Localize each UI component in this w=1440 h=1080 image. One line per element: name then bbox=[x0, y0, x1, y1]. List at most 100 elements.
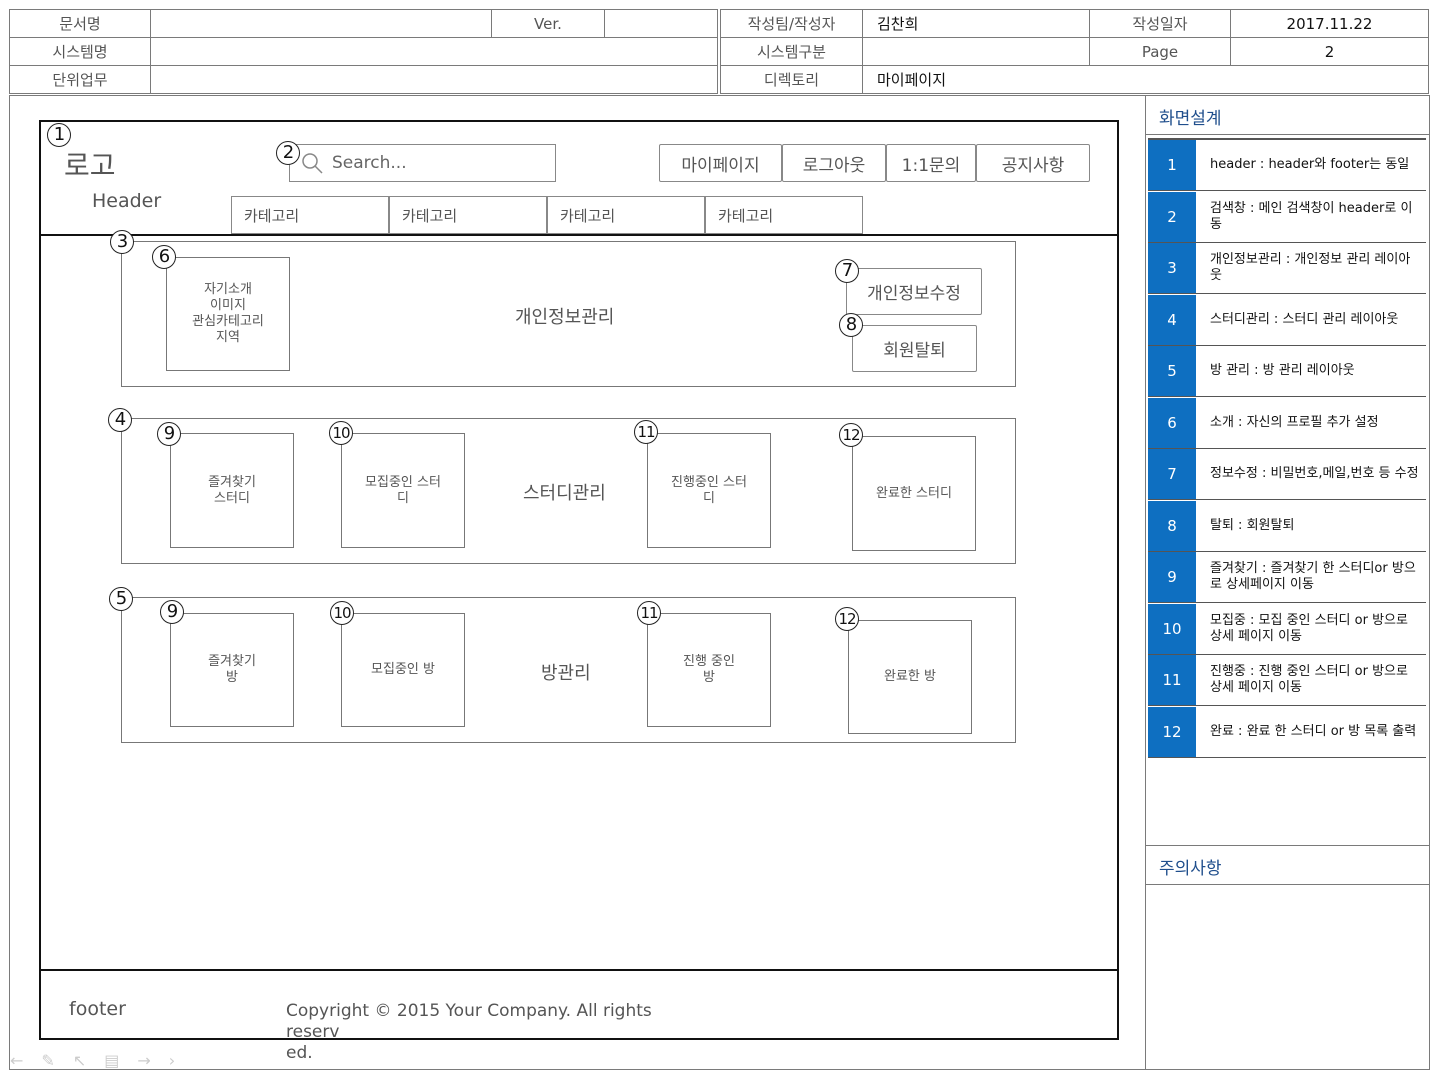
marker-9b: 9 bbox=[160, 600, 184, 624]
nav-logout-button[interactable]: 로그아웃 bbox=[782, 144, 886, 182]
profile-intro-box[interactable]: 자기소개 이미지 관심카테고리 지역 bbox=[166, 257, 290, 371]
description-number: 5 bbox=[1148, 346, 1196, 396]
description-row: 12 완료 : 완료 한 스터디 or 방 목록 출력 bbox=[1148, 706, 1426, 758]
description-number: 9 bbox=[1148, 552, 1196, 602]
description-number: 11 bbox=[1148, 655, 1196, 705]
study-ongoing-box[interactable]: 진행중인 스터 디 bbox=[647, 433, 771, 548]
marker-3: 3 bbox=[110, 230, 134, 254]
directory-value: 마이페이지 bbox=[862, 65, 1429, 94]
description-row: 10 모집중 : 모집 중인 스터디 or 방으로 상세 페이지 이동 bbox=[1148, 603, 1426, 655]
room-recruiting-box[interactable]: 모집중인 방 bbox=[341, 613, 465, 727]
category-tab-4[interactable]: 카테고리 bbox=[705, 196, 863, 234]
description-number: 4 bbox=[1148, 294, 1196, 345]
marker-2: 2 bbox=[276, 141, 300, 165]
description-text: 방 관리 : 방 관리 레이아웃 bbox=[1210, 363, 1355, 378]
description-text: 진행중 : 진행 중인 스터디 or 방으로 상세 페이지 이동 bbox=[1210, 664, 1408, 695]
system-label: 시스템명 bbox=[9, 37, 151, 66]
description-row: 1 header : header와 footer는 동일 bbox=[1148, 140, 1426, 191]
study-recruiting-box[interactable]: 모집중인 스터 디 bbox=[341, 433, 465, 548]
description-text: 검색창 : 메인 검색창이 header로 이동 bbox=[1210, 200, 1413, 232]
marker-9a: 9 bbox=[157, 422, 181, 446]
study-favorite-box[interactable]: 즐겨찾기 스터디 bbox=[170, 433, 294, 548]
description-text: 모집중 : 모집 중인 스터디 or 방으로 상세 페이지 이동 bbox=[1210, 612, 1408, 644]
nav-inquiry-button[interactable]: 1:1문의 bbox=[886, 144, 976, 182]
study-completed-box[interactable]: 완료한 스터디 bbox=[852, 436, 976, 551]
description-number: 8 bbox=[1148, 500, 1196, 551]
description-text: 정보수정 : 비밀번호,메일,번호 등 수정 bbox=[1210, 466, 1419, 481]
edit-profile-button[interactable]: 개인정보수정 bbox=[846, 268, 982, 315]
document-icon[interactable]: ▤ bbox=[104, 1050, 120, 1070]
side-divider bbox=[1145, 95, 1146, 1070]
description-text: 완료 : 완료 한 스터디 or 방 목록 출력 bbox=[1210, 723, 1417, 739]
marker-11a: 11 bbox=[634, 420, 658, 444]
room-favorite-box[interactable]: 즐겨찾기 방 bbox=[170, 613, 294, 727]
room-ongoing-box[interactable]: 진행 중인 방 bbox=[647, 613, 771, 727]
profile-section-title: 개인정보관리 bbox=[515, 307, 615, 328]
desc-top-rule bbox=[1148, 138, 1426, 140]
marker-1: 1 bbox=[47, 123, 71, 147]
page-label: Page bbox=[1089, 37, 1231, 66]
directory-label: 디렉토리 bbox=[720, 65, 863, 94]
footer-divider bbox=[40, 969, 1118, 971]
category-tab-1[interactable]: 카테고리 bbox=[231, 196, 389, 234]
marker-8: 8 bbox=[839, 313, 863, 337]
description-number: 1 bbox=[1148, 140, 1196, 190]
study-section-title: 스터디관리 bbox=[523, 483, 606, 504]
description-row: 8 탈퇴 : 회원탈퇴 bbox=[1148, 500, 1426, 552]
nav-notice-button[interactable]: 공지사항 bbox=[976, 144, 1090, 182]
description-number: 7 bbox=[1148, 449, 1196, 499]
description-row: 7 정보수정 : 비밀번호,메일,번호 등 수정 bbox=[1148, 449, 1426, 500]
nav-mypage-button[interactable]: 마이페이지 bbox=[659, 144, 782, 182]
description-row: 6 소개 : 자신의 프로필 추가 설정 bbox=[1148, 397, 1426, 449]
author-value: 김찬희 bbox=[862, 9, 1090, 38]
marker-11b: 11 bbox=[637, 601, 661, 625]
toolbar: ← ✎ ↖ ▤ → › bbox=[10, 1050, 175, 1070]
room-section-title: 방관리 bbox=[541, 663, 591, 684]
pencil-icon[interactable]: ✎ bbox=[41, 1050, 55, 1070]
description-text: header : header와 footer는 동일 bbox=[1210, 157, 1410, 172]
description-text: 스터디관리 : 스터디 관리 레이아웃 bbox=[1210, 311, 1399, 327]
system-value bbox=[150, 37, 718, 66]
caution-title: 주의사항 bbox=[1159, 859, 1222, 879]
forward-arrow-icon[interactable]: → bbox=[137, 1050, 151, 1070]
description-row: 5 방 관리 : 방 관리 레이아웃 bbox=[1148, 346, 1426, 397]
chevron-right-icon[interactable]: › bbox=[168, 1050, 176, 1070]
footer-label: footer bbox=[69, 998, 126, 1020]
date-value: 2017.11.22 bbox=[1230, 9, 1429, 38]
design-title-rule bbox=[1146, 134, 1429, 135]
category-tab-2[interactable]: 카테고리 bbox=[389, 196, 547, 234]
category-tab-3[interactable]: 카테고리 bbox=[547, 196, 705, 234]
design-title: 화면설계 bbox=[1159, 109, 1222, 129]
withdraw-button[interactable]: 회원탈퇴 bbox=[852, 325, 977, 372]
room-completed-box[interactable]: 완료한 방 bbox=[848, 620, 972, 734]
canvas-frame bbox=[9, 95, 1430, 1070]
search-placeholder: Search... bbox=[332, 153, 407, 173]
description-text: 탈퇴 : 회원탈퇴 bbox=[1210, 517, 1295, 533]
search-input[interactable]: Search... bbox=[289, 144, 556, 182]
pointer-icon[interactable]: ↖ bbox=[72, 1050, 87, 1070]
description-number: 2 bbox=[1148, 191, 1196, 242]
back-arrow-icon[interactable]: ← bbox=[10, 1050, 24, 1070]
marker-4: 4 bbox=[108, 408, 132, 432]
description-number: 6 bbox=[1148, 397, 1196, 448]
unit-value bbox=[150, 65, 718, 94]
header-divider bbox=[40, 234, 1118, 236]
description-number: 3 bbox=[1148, 243, 1196, 293]
unit-label: 단위업무 bbox=[9, 65, 151, 94]
search-icon bbox=[302, 153, 323, 174]
logo[interactable]: 로고 bbox=[64, 149, 116, 182]
description-text: 소개 : 자신의 프로필 추가 설정 bbox=[1210, 414, 1379, 430]
marker-6: 6 bbox=[152, 245, 176, 269]
description-number: 12 bbox=[1148, 706, 1196, 757]
doc-name-label: 문서명 bbox=[9, 9, 151, 38]
marker-12b: 12 bbox=[835, 607, 859, 631]
description-row: 3 개인정보관리 : 개인정보 관리 레이아웃 bbox=[1148, 243, 1426, 294]
description-number: 10 bbox=[1148, 603, 1196, 654]
marker-10a: 10 bbox=[329, 421, 353, 445]
wireframe-page bbox=[39, 120, 1119, 1040]
author-label: 작성팀/작성자 bbox=[720, 9, 863, 38]
description-text: 개인정보관리 : 개인정보 관리 레이아웃 bbox=[1210, 252, 1411, 283]
ver-label: Ver. bbox=[491, 9, 605, 38]
ver-value bbox=[604, 9, 718, 38]
